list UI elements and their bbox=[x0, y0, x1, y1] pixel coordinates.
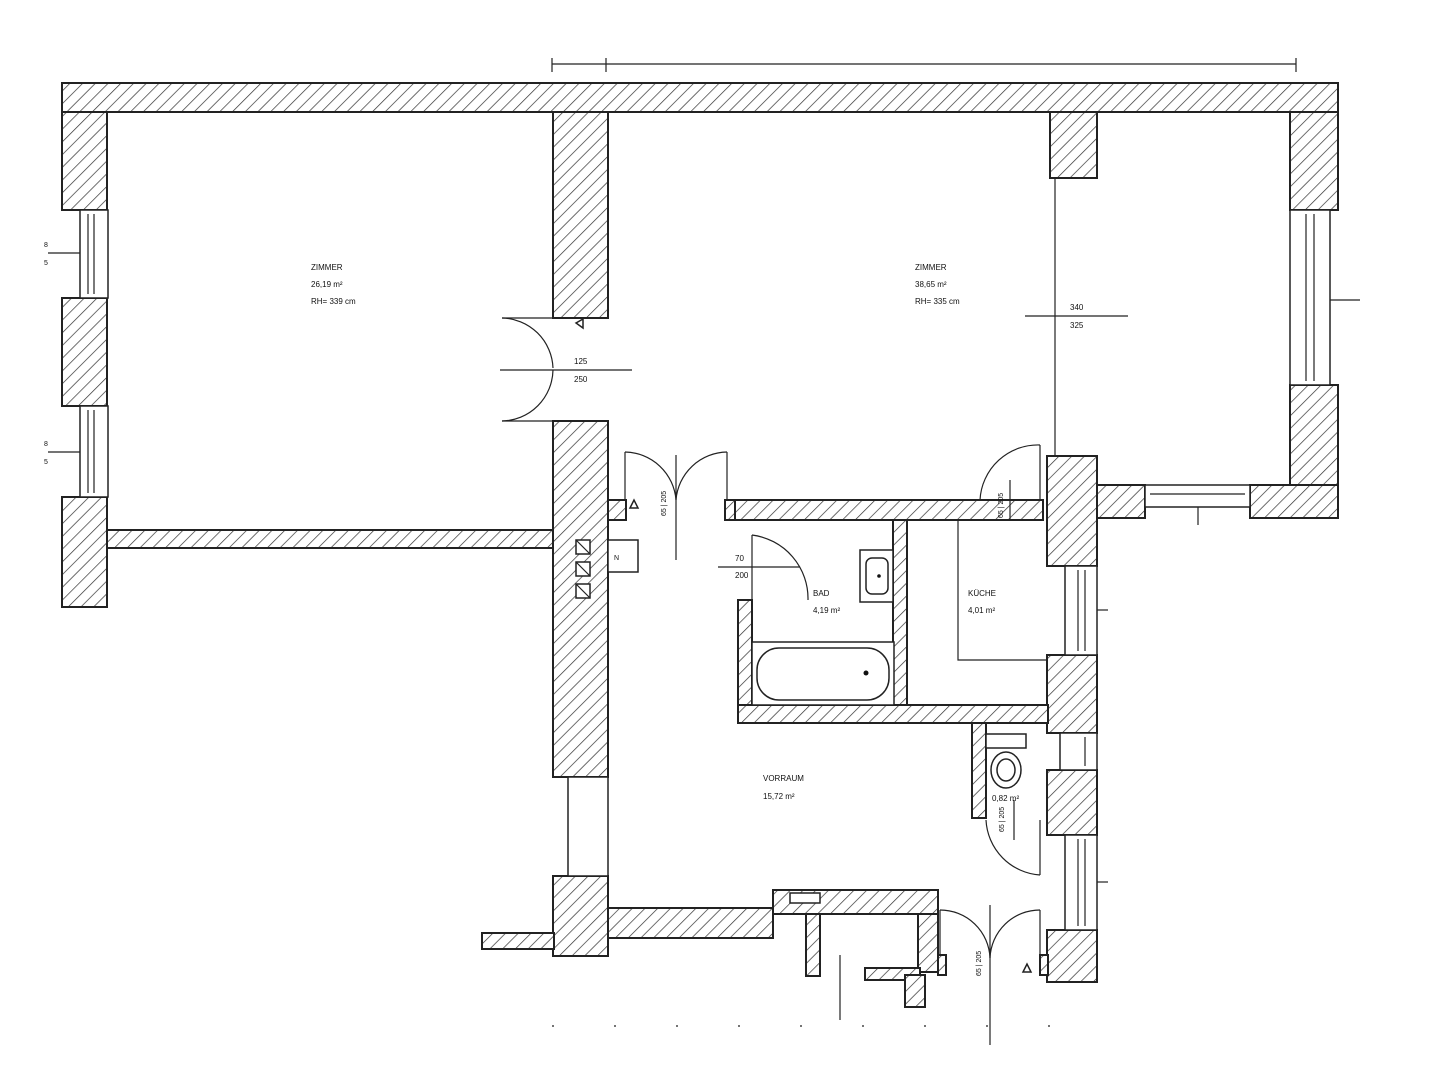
dim-door-vert-2: 65 | 205 bbox=[998, 493, 1005, 518]
wall-bottom-box-foot2 bbox=[904, 974, 926, 1008]
window-bay-bottom bbox=[1144, 484, 1251, 525]
room-area-wc: 0,82 m² bbox=[992, 794, 1019, 803]
room-name-bad: BAD bbox=[813, 589, 830, 598]
room-area-vorraum: 15,72 m² bbox=[763, 792, 795, 801]
room-area-kueche: 4,01 m² bbox=[968, 606, 995, 615]
niche bbox=[567, 776, 609, 877]
wall-left-2 bbox=[61, 297, 108, 407]
wall-stub bbox=[481, 932, 555, 950]
wall-bottom-vorraum bbox=[607, 907, 774, 939]
wall-bad-top bbox=[732, 499, 1044, 521]
toilet bbox=[985, 733, 1027, 789]
label-niche: N bbox=[614, 555, 619, 562]
dim-door-main-w: 125 bbox=[574, 357, 588, 366]
wall-left-1 bbox=[61, 111, 108, 211]
dim-bad-door-h: 200 bbox=[735, 571, 749, 580]
wall-right-lower-3 bbox=[1046, 769, 1098, 836]
wall-bad-left bbox=[737, 599, 753, 721]
room-area-zimmer-left: 26,19 m² bbox=[311, 280, 343, 289]
dim-window-left-1a: 8 bbox=[44, 242, 48, 249]
grille bbox=[789, 892, 821, 904]
shafts bbox=[575, 539, 591, 599]
dim-door-vert-4: 65 | 205 bbox=[976, 951, 983, 976]
sink bbox=[859, 549, 894, 603]
door-wc bbox=[985, 800, 1041, 876]
wall-bottom-box-left bbox=[805, 913, 821, 977]
fixtures bbox=[575, 520, 1047, 904]
wall-left-room-bottom bbox=[106, 529, 556, 549]
window-vorraum bbox=[1064, 834, 1108, 931]
wall-right-lower-1 bbox=[1046, 455, 1098, 567]
wall-center-upper bbox=[552, 111, 609, 319]
walls bbox=[61, 82, 1339, 1008]
wall-wc-left bbox=[971, 722, 987, 819]
dim-window-left-2b: 5 bbox=[44, 459, 48, 466]
wall-stub-door-4 bbox=[1039, 954, 1049, 976]
dim-window-left-1b: 5 bbox=[44, 260, 48, 267]
niche-box bbox=[607, 539, 639, 573]
dim-door-vert-1: 65 | 205 bbox=[661, 491, 668, 516]
room-height-zimmer-right: RH= 335 cm bbox=[915, 297, 960, 306]
wall-bottom-box-right bbox=[917, 913, 939, 973]
room-name-kueche: KÜCHE bbox=[968, 589, 996, 598]
windows bbox=[48, 209, 1360, 931]
wall-bay-bottom-left bbox=[1096, 484, 1146, 519]
wall-pier-right bbox=[1049, 111, 1098, 179]
window-kueche bbox=[1064, 565, 1108, 656]
wall-top bbox=[61, 82, 1339, 113]
dim-door-vert-3: 65 | 205 bbox=[999, 807, 1006, 832]
wall-center-lower bbox=[552, 420, 609, 778]
door-bad bbox=[718, 534, 809, 601]
wall-stub-door-1 bbox=[607, 499, 627, 521]
dim-opening-h: 325 bbox=[1070, 321, 1084, 330]
opening-zimmer-right bbox=[1025, 178, 1128, 456]
labels: ZIMMER 26,19 m² RH= 339 cm ZIMMER 38,65 … bbox=[44, 242, 1084, 976]
wall-left-3 bbox=[61, 496, 108, 608]
room-name-zimmer-right: ZIMMER bbox=[915, 263, 947, 272]
kitchen-counter bbox=[957, 520, 1047, 661]
dim-door-main-h: 250 bbox=[574, 375, 588, 384]
window-wc bbox=[1059, 732, 1098, 771]
doors bbox=[500, 317, 1041, 1045]
room-area-zimmer-right: 38,65 m² bbox=[915, 280, 947, 289]
window-left-2 bbox=[48, 405, 109, 498]
wall-right-lower-2 bbox=[1046, 654, 1098, 734]
room-area-bad: 4,19 m² bbox=[813, 606, 840, 615]
dim-opening-w: 340 bbox=[1070, 303, 1084, 312]
wall-center-bottom bbox=[552, 875, 609, 957]
room-name-zimmer-left: ZIMMER bbox=[311, 263, 343, 272]
wall-stub-door-3 bbox=[937, 954, 947, 976]
wall-stub-door-2 bbox=[724, 499, 736, 521]
wall-right-outer-1 bbox=[1289, 111, 1339, 211]
top-dimension-line bbox=[551, 58, 1297, 72]
dim-bad-door-w: 70 bbox=[735, 554, 744, 563]
bathtub bbox=[751, 641, 895, 706]
double-door-vorraum-top bbox=[624, 451, 728, 560]
double-door-entrance bbox=[939, 905, 1041, 1045]
room-name-vorraum: VORRAUM bbox=[763, 774, 804, 783]
wall-right-lower-4 bbox=[1046, 929, 1098, 983]
room-height-zimmer-left: RH= 339 cm bbox=[311, 297, 356, 306]
window-left-1 bbox=[48, 209, 109, 299]
wall-bad-kueche bbox=[892, 519, 908, 716]
wall-bad-bottom bbox=[737, 704, 1049, 724]
door-kueche bbox=[979, 444, 1041, 520]
dim-window-left-2a: 8 bbox=[44, 441, 48, 448]
wall-bay-bottom-right bbox=[1249, 484, 1339, 519]
double-door-main bbox=[500, 317, 632, 422]
window-right bbox=[1289, 209, 1360, 386]
